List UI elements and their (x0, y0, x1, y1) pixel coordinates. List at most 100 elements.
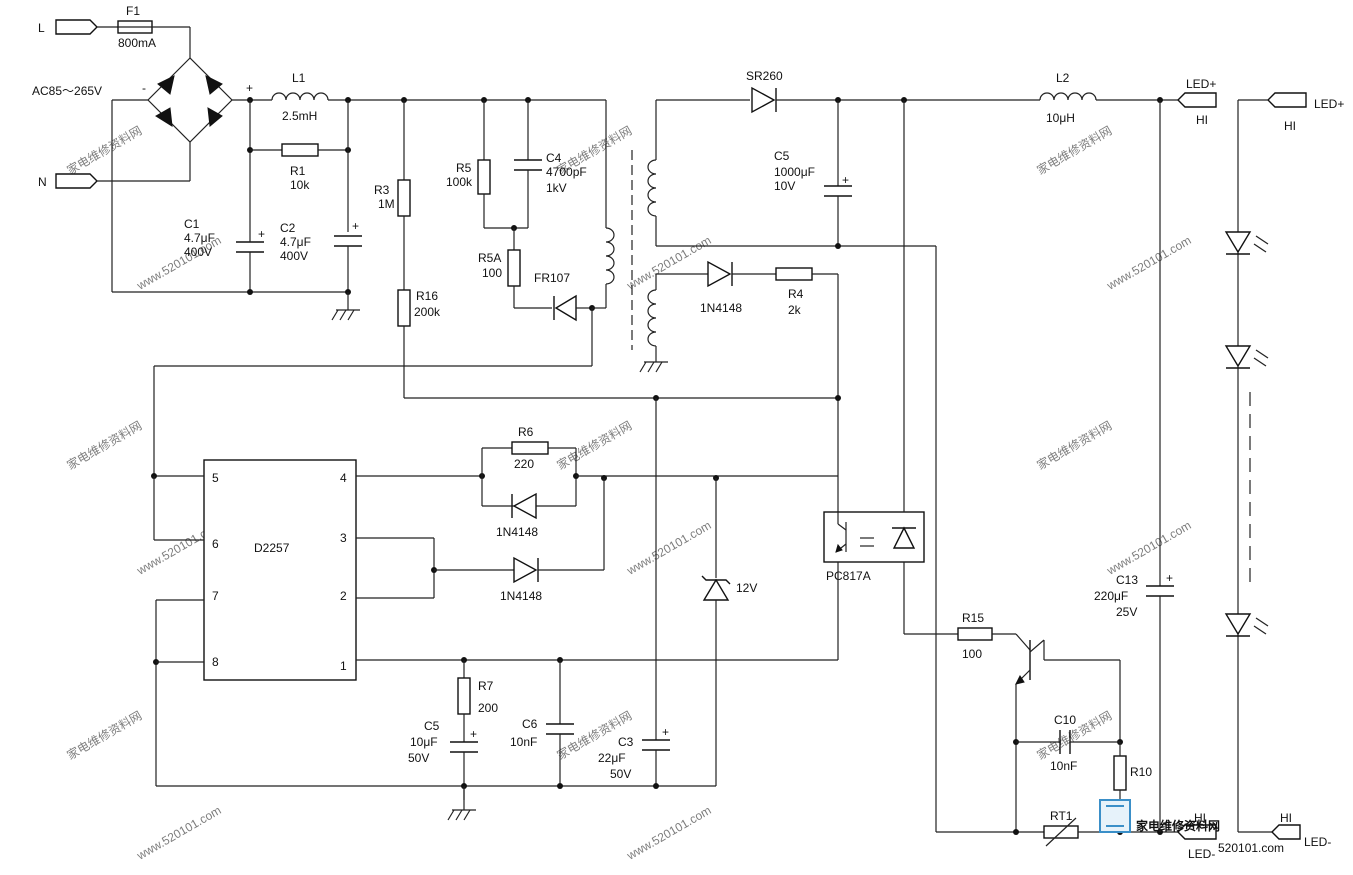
resistor-R7 (457, 677, 471, 715)
terminal-L (55, 19, 98, 35)
ic-pin-7: 7 (212, 589, 219, 603)
c13-plus: + (1166, 571, 1173, 585)
led-2 (1224, 345, 1269, 369)
label-L1-value: 2.5mH (282, 109, 317, 123)
label-C6-value: 10nF (510, 735, 537, 749)
label-C6: C6 (522, 717, 538, 731)
label-C13-voltage: 25V (1116, 605, 1137, 619)
ground-symbol-2 (639, 361, 668, 373)
watermark-en-8: www.520101.com (624, 803, 714, 863)
label-C2: C2 (280, 221, 296, 235)
ic-pin-8: 8 (212, 655, 219, 669)
watermark-cn-4: 家电维修资料网 (64, 418, 144, 473)
terminal-LED-minus-string (1271, 824, 1301, 840)
watermark-en-5: www.520101.com (624, 518, 714, 578)
resistor-R5A (507, 249, 521, 287)
ic-pin-1: 1 (340, 659, 347, 673)
label-C1: C1 (184, 217, 200, 231)
label-R6: R6 (518, 425, 534, 439)
watermark-cn-1: 家电维修资料网 (64, 123, 144, 178)
label-R10: R10 (1130, 765, 1152, 779)
label-LED-plus-string: LED+ (1314, 97, 1344, 111)
terminal-N (55, 173, 98, 189)
resistor-R15 (957, 627, 993, 641)
diode-1N4148-aux (707, 260, 732, 288)
label-F1-value: 800mA (118, 36, 156, 50)
terminal-LED-plus-board (1177, 92, 1217, 108)
label-L1: L1 (292, 71, 306, 85)
resistor-R5 (477, 159, 491, 195)
label-zener-12V: 12V (736, 581, 757, 595)
label-C13: C13 (1116, 573, 1138, 587)
resistor-R16 (397, 289, 411, 327)
label-1N4148-pin3: 1N4148 (500, 589, 542, 603)
label-FR107: FR107 (534, 271, 570, 285)
logo-text: 家电维修资料网 (1136, 818, 1220, 833)
label-C5-output-value: 1000μF (774, 165, 815, 179)
label-R15-value: 100 (962, 647, 982, 661)
label-C4-voltage: 1kV (546, 181, 567, 195)
ic-pin-4: 4 (340, 471, 347, 485)
label-LED-minus: LED- (1188, 847, 1215, 861)
label-C4: C4 (546, 151, 562, 165)
resistor-R10 (1113, 755, 1127, 791)
ic-pin-6: 6 (212, 537, 219, 551)
resistor-R3 (397, 179, 411, 217)
label-C2-value: 4.7μF (280, 235, 311, 249)
label-RT1: RT1 (1050, 809, 1073, 823)
label-C3-value: 22μF (598, 751, 626, 765)
label-R15: R15 (962, 611, 984, 625)
c2-plus: + (352, 219, 359, 233)
transistor-Q (1015, 633, 1120, 685)
label-1N4148-pin4: 1N4148 (496, 525, 538, 539)
label-C5-output-voltage: 10V (774, 179, 795, 193)
diode-1N4148-pin4 (512, 492, 537, 520)
c5b-plus: + (470, 727, 477, 741)
label-HI-minus: HI (1194, 811, 1206, 825)
c1-plus: + (258, 227, 265, 241)
label-C5-timing-voltage: 50V (408, 751, 429, 765)
diode-SR260 (751, 86, 776, 114)
label-R6-value: 220 (514, 457, 534, 471)
secondary-winding (647, 159, 657, 217)
label-R16-value: 200k (414, 305, 441, 319)
label-C3-voltage: 50V (610, 767, 631, 781)
site-logo: 家电维修资料网 520101.com (1099, 799, 1284, 855)
label-R16: R16 (416, 289, 438, 303)
label-SR260: SR260 (746, 69, 783, 83)
ic-pin-2: 2 (340, 589, 347, 603)
watermark-cn-6: 家电维修资料网 (1034, 418, 1114, 473)
label-ic-D2257: D2257 (254, 541, 290, 555)
label-R7-value: 200 (478, 701, 498, 715)
diode-FR107 (554, 294, 577, 322)
label-HI-string-bottom: HI (1280, 811, 1292, 825)
terminal-LED-plus-string (1267, 92, 1307, 108)
label-R5-value: 100k (446, 175, 473, 189)
watermark-en-3: www.520101.com (1104, 233, 1194, 293)
ground-symbol-1 (331, 309, 360, 321)
watermark-en-7: www.520101.com (134, 803, 224, 863)
resistor-R6 (511, 441, 549, 455)
label-C5-timing: C5 (424, 719, 440, 733)
watermark-en-6: www.520101.com (1104, 518, 1194, 578)
inductor-L1 (271, 92, 329, 101)
label-R3: R3 (374, 183, 390, 197)
label-LED-minus-string: LED- (1304, 835, 1331, 849)
resistor-R1 (281, 143, 319, 157)
label-N: N (38, 175, 47, 189)
label-R1-value: 10k (290, 178, 310, 192)
label-HI-plus: HI (1196, 113, 1208, 127)
label-C2-voltage: 400V (280, 249, 308, 263)
resistor-R4 (775, 267, 813, 281)
zener-12V (702, 578, 730, 601)
label-L2-value: 10μH (1046, 111, 1075, 125)
terminal-LED-minus-board (1177, 824, 1217, 840)
led-1 (1224, 231, 1269, 255)
label-R7: R7 (478, 679, 494, 693)
watermark-en-2: www.520101.com (624, 233, 714, 293)
primary-winding (605, 227, 615, 285)
ic-pin-5: 5 (212, 471, 219, 485)
label-bridge-plus: + (246, 81, 253, 95)
label-LED-plus: LED+ (1186, 77, 1216, 91)
